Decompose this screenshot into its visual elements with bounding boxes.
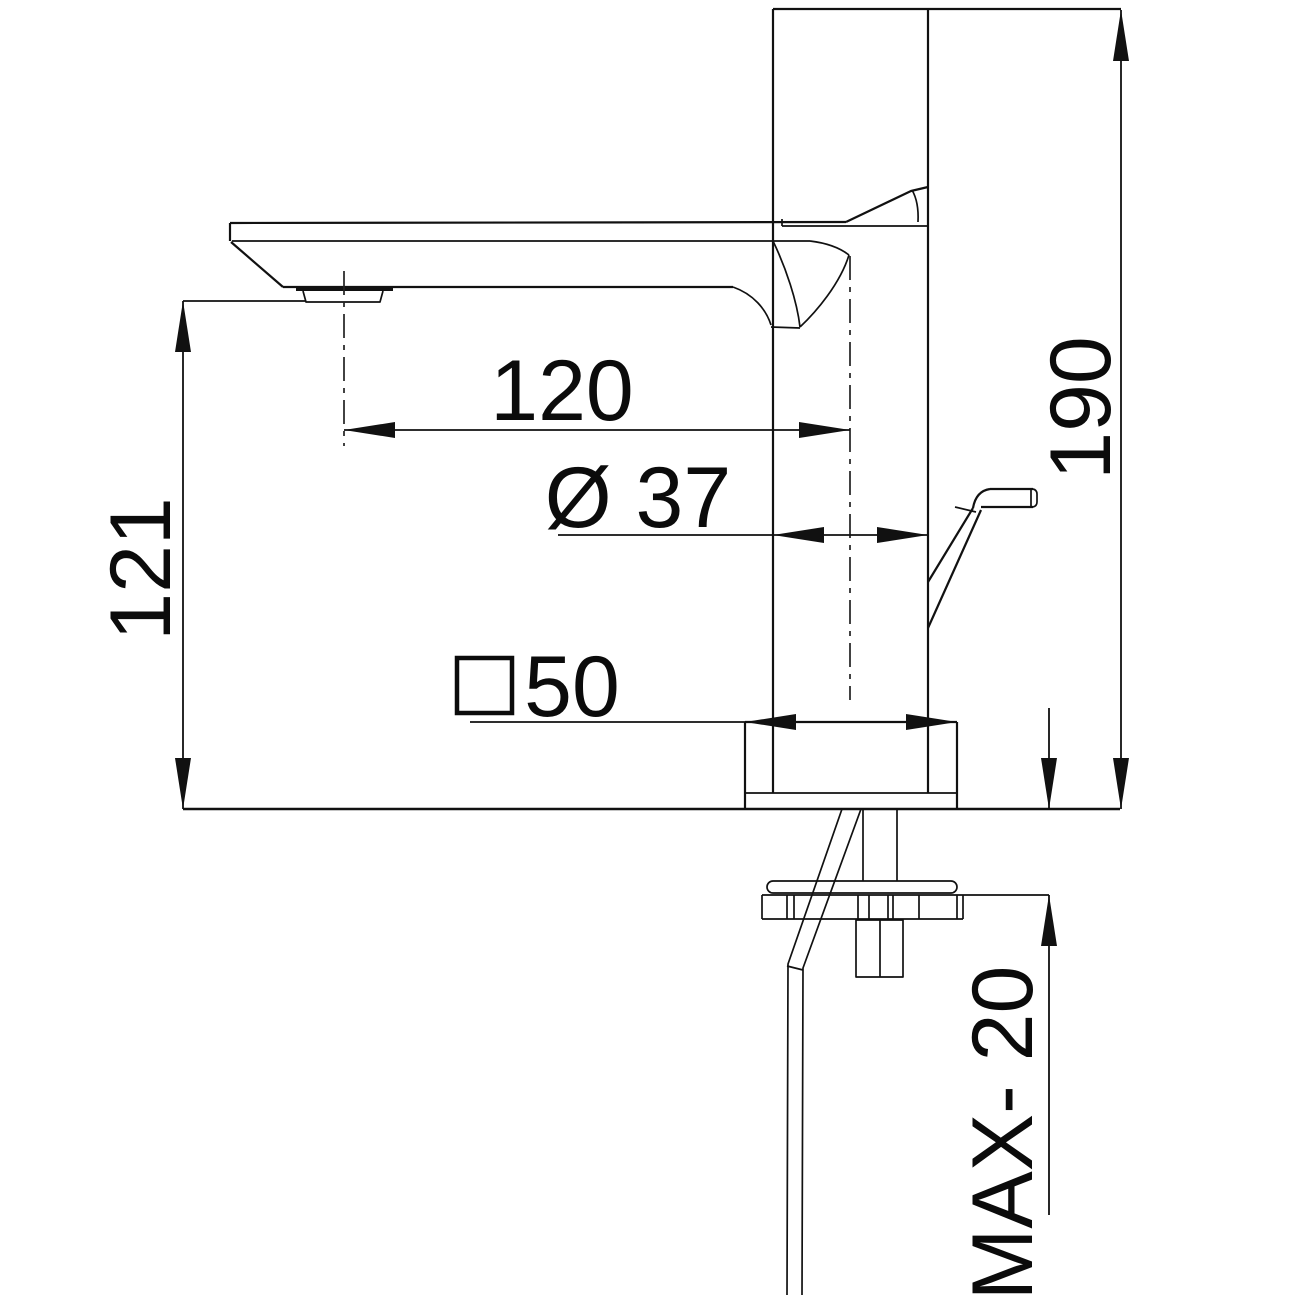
supply-hose [786, 808, 862, 1296]
hose-bend-seam [786, 965, 804, 971]
square-symbol [454, 655, 515, 716]
handle-lever-underside [845, 185, 929, 223]
base-flange-outline [743, 720, 959, 809]
arrow-down-icon [1041, 758, 1057, 809]
arrow-right-icon [877, 527, 928, 543]
dim-outlet-height: 121 [93, 300, 306, 809]
arrow-up-icon [1041, 895, 1057, 946]
arrow-left-icon [773, 527, 824, 543]
spout-fillet-outer [799, 254, 850, 328]
spout-fillet-upper [809, 240, 850, 256]
mounting-bracket [761, 894, 1049, 920]
arrow-up-icon [1113, 10, 1129, 61]
dim-max20-label: MAX- 20 [955, 966, 1051, 1301]
side-lever-grip [981, 487, 1033, 509]
aerator-ring [302, 290, 384, 303]
dim-spout-reach: 120 [344, 343, 850, 439]
spout [228, 220, 850, 329]
side-lever-bend-seam [954, 506, 977, 513]
arrow-right-icon [799, 422, 850, 438]
nut-outline [855, 919, 904, 978]
bracket-segments [786, 895, 958, 919]
dim-37-label: Ø 37 [545, 450, 731, 546]
spout-top-edge [229, 220, 847, 225]
dim-base-square: 50 [454, 639, 957, 735]
arrow-right-icon [906, 714, 957, 730]
dim-max-thickness: MAX- 20 [955, 708, 1057, 1300]
dim-121-label: 121 [93, 497, 189, 641]
spout-body-intersection-curve [772, 240, 801, 328]
arrow-up-icon [175, 301, 191, 352]
spout-tip-taper [230, 241, 284, 288]
washer-plate [766, 880, 958, 894]
arrow-down-icon [1113, 758, 1129, 809]
spout-fillet-bottom [770, 326, 801, 329]
base-flange [743, 720, 959, 809]
dim-body-diameter: Ø 37 [545, 450, 928, 546]
side-lever-upper-edge [927, 507, 974, 583]
mounting-nut [855, 919, 904, 978]
dim-total-height: 190 [1033, 10, 1129, 809]
arrow-left-icon [745, 714, 796, 730]
side-lever-lower-edge [926, 509, 983, 629]
side-lever-end-cap [1030, 488, 1038, 508]
faucet-body [771, 7, 1121, 793]
bracket-outline [761, 895, 964, 920]
shank-edges [862, 809, 898, 881]
handle-end-curve [911, 189, 919, 223]
threaded-shank [862, 809, 898, 881]
hose-outer-edge [786, 808, 843, 1296]
spout-fillet-inner [732, 286, 772, 326]
side-lever [926, 487, 1038, 629]
hose-inner-edge [801, 808, 862, 1296]
dim-190-label: 190 [1033, 336, 1129, 480]
arrow-left-icon [344, 422, 395, 438]
dim-120-label: 120 [490, 343, 634, 439]
dim-50-label: 50 [524, 639, 620, 735]
arrow-down-icon [175, 758, 191, 809]
side-lever-bend [971, 487, 991, 509]
